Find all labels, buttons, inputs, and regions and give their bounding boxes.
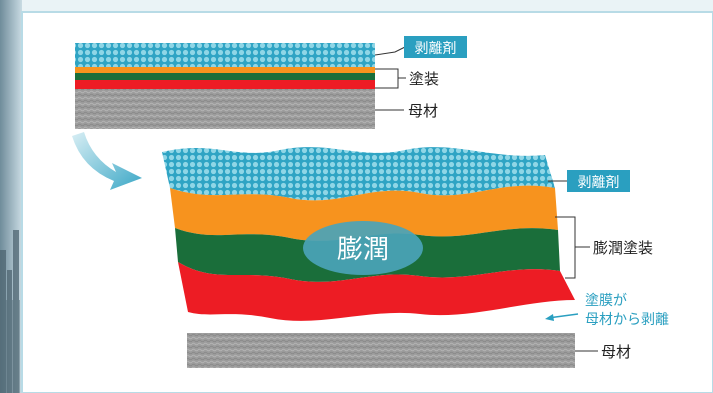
curved-arrow-icon — [72, 132, 142, 190]
top-substrate-layer — [75, 89, 375, 129]
bottom-substrate-layer — [187, 333, 575, 368]
leader-line-top-remover — [374, 46, 406, 56]
bottom-orange-layer — [170, 185, 558, 241]
top-remover-layer — [75, 43, 375, 67]
building-silhouettes — [0, 230, 20, 393]
top-remover-label-bg — [404, 36, 467, 58]
top-substrate-label: 母材 — [408, 102, 438, 120]
bottom-substrate-label: 母材 — [601, 343, 631, 361]
swelling-ellipse — [303, 221, 423, 275]
bottom-remover-label-bg — [567, 170, 630, 192]
top-green-layer — [75, 73, 375, 80]
top-red-layer — [75, 80, 375, 89]
bottom-layer-stack — [162, 147, 575, 321]
peel-text-line2: 母材から剥離 — [585, 311, 669, 328]
panel-border — [21, 11, 713, 393]
top-layer-stack — [75, 43, 375, 129]
peel-arrow-head-icon — [545, 314, 554, 321]
top-coating-label: 塗装 — [409, 70, 439, 88]
bottom-remover-label: 剥離剤 — [578, 174, 620, 191]
swelling-text: 膨潤 — [337, 235, 389, 265]
swollen-coating-label: 膨潤塗装 — [593, 239, 653, 257]
top-orange-layer — [75, 67, 375, 73]
peel-text-line1: 塗膜が — [585, 292, 627, 309]
bottom-red-layer — [178, 262, 575, 321]
bottom-remover-layer — [162, 147, 555, 201]
top-remover-label: 剥離剤 — [415, 40, 457, 57]
